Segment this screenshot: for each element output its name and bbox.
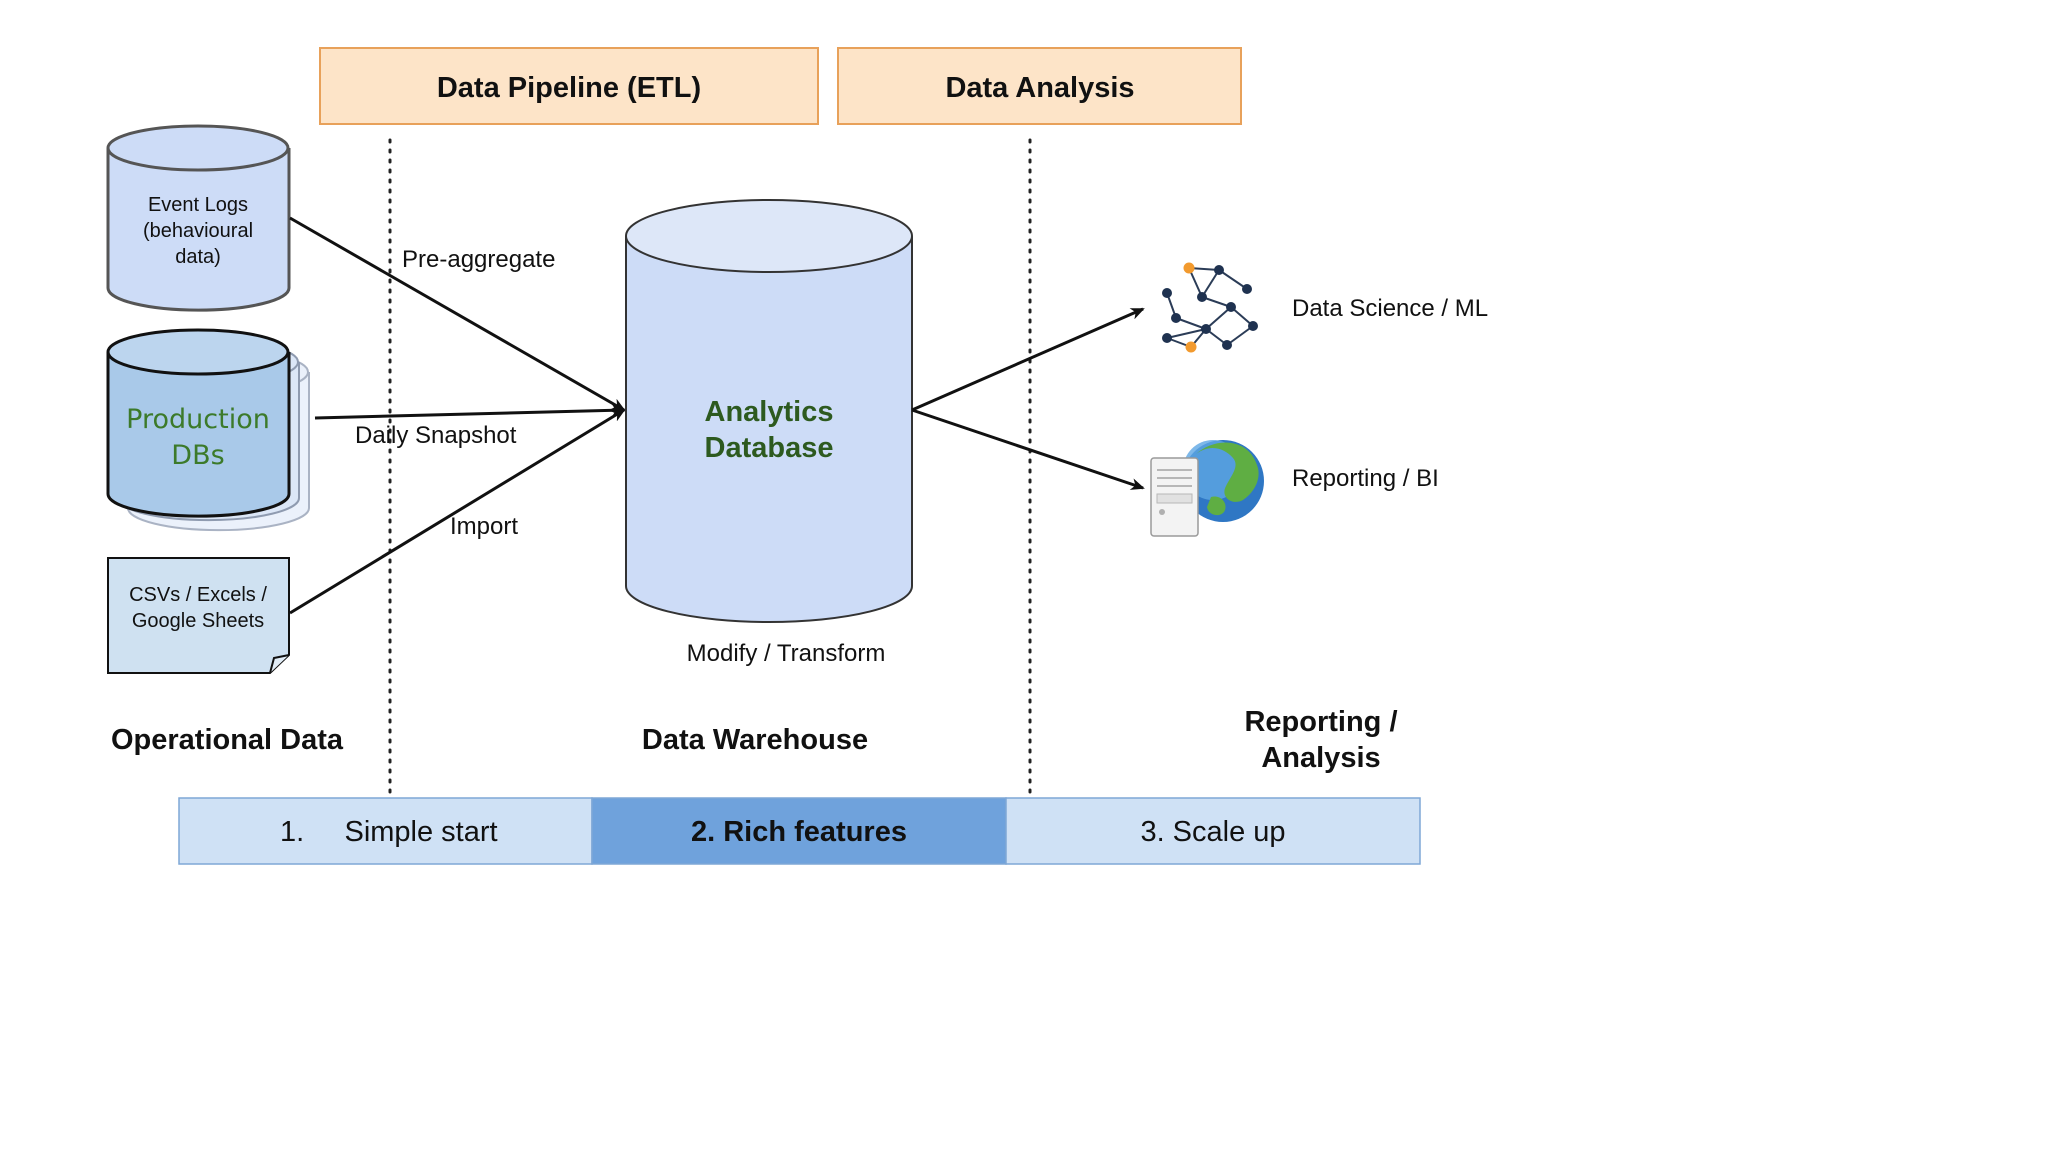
- phase-analysis: Data Analysis: [837, 47, 1242, 125]
- event-logs-cylinder: Event Logs (behavioural data): [106, 124, 291, 312]
- arrow-to-ml: [911, 307, 1145, 412]
- database-line-1: Analytics: [705, 396, 834, 428]
- stage-2-label: 2. Rich features: [691, 816, 907, 848]
- column-reporting-line-1: Reporting /: [1244, 706, 1397, 738]
- arrow-import: [289, 408, 626, 615]
- label-data-science-ml: Data Science / ML: [1292, 295, 1488, 322]
- label-import: Import: [450, 513, 518, 540]
- arrow-to-bi: [911, 408, 1145, 490]
- etl-diagram: Data Pipeline (ETL) Data Analysis Event …: [106, 47, 1488, 865]
- event-logs-line-3: data): [175, 246, 221, 268]
- csv-document: CSVs / Excels / Google Sheets: [107, 557, 290, 674]
- stage-1-label: 1. Simple start: [280, 816, 498, 848]
- csv-line-2: Google Sheets: [132, 610, 264, 632]
- phase-analysis-label: Data Analysis: [945, 72, 1134, 104]
- network-graph-icon: [1162, 262, 1258, 353]
- event-logs-line-1: Event Logs: [148, 194, 248, 216]
- label-reporting-bi: Reporting / BI: [1292, 465, 1439, 492]
- column-operational-data: Operational Data: [111, 724, 344, 756]
- phase-pipeline: Data Pipeline (ETL): [319, 47, 819, 125]
- production-dbs-stack: Production DBs: [106, 328, 310, 532]
- stage-1-box: [178, 797, 593, 865]
- column-reporting-line-2: Analysis: [1261, 742, 1380, 774]
- server-globe-icon: [1150, 440, 1264, 537]
- label-daily-snapshot: Daily Snapshot: [355, 422, 517, 449]
- production-line-2: DBs: [171, 440, 224, 471]
- database-line-2: Database: [705, 432, 834, 464]
- phase-pipeline-label: Data Pipeline (ETL): [437, 72, 701, 104]
- csv-line-1: CSVs / Excels /: [129, 584, 267, 606]
- arrow-pre-aggregate: [289, 216, 626, 412]
- column-data-warehouse: Data Warehouse: [642, 724, 868, 756]
- stage-3-box: [1005, 797, 1421, 865]
- arrow-daily-snapshot: [314, 404, 626, 420]
- label-pre-aggregate: Pre-aggregate: [402, 246, 555, 273]
- production-line-1: Production: [126, 404, 270, 435]
- stage-3-label: 3. Scale up: [1140, 816, 1285, 848]
- event-logs-line-2: (behavioural: [143, 220, 253, 242]
- stage-2-box: [591, 797, 1007, 865]
- label-modify-transform: Modify / Transform: [687, 640, 886, 667]
- analytics-database-cylinder: Analytics Database: [625, 199, 913, 623]
- stage-bar: 1. Simple start 2. Rich features 3. Scal…: [178, 797, 1421, 865]
